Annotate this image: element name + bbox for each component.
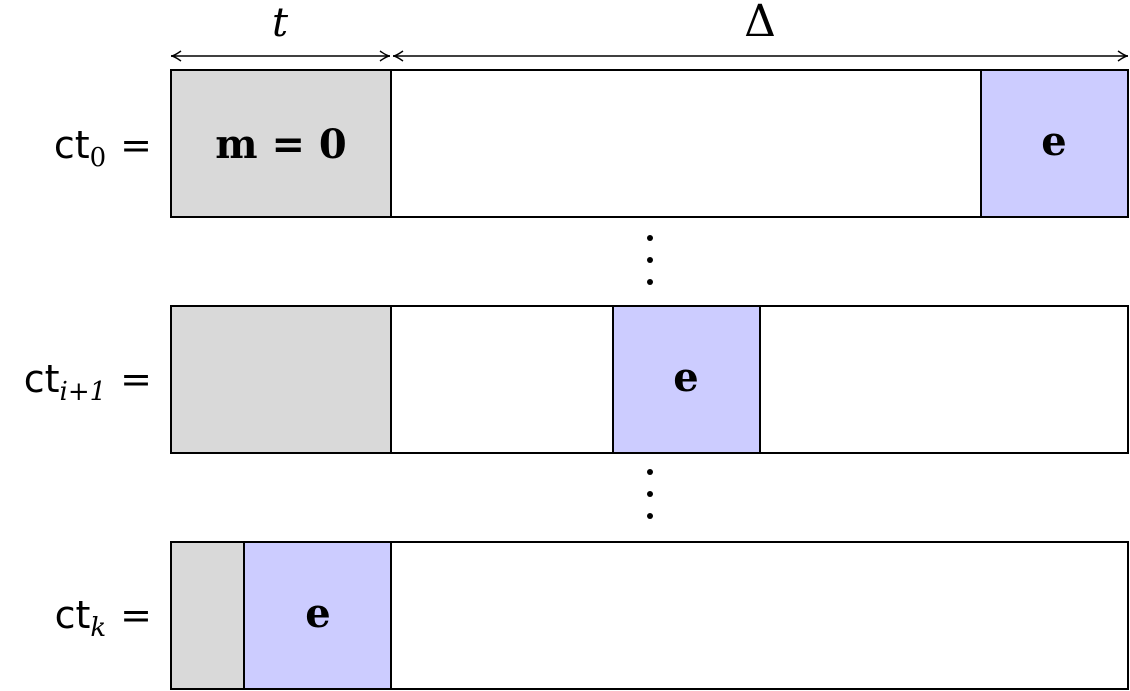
row-0-message-block: [170, 69, 392, 218]
row-1-error-block: [612, 305, 761, 454]
row-0-error-label: e: [1041, 118, 1066, 165]
row-1-ct: ct: [24, 357, 60, 401]
ciphertext-row-k: ctk = e: [55, 541, 1129, 690]
row-0-ct: ct: [54, 123, 90, 167]
row-2-ct: ct: [55, 593, 91, 637]
vertical-ellipsis-2: [647, 469, 653, 519]
ciphertext-row-0: ct0 = m = 0 e: [54, 69, 1129, 218]
row-2-error-block: [243, 541, 392, 690]
row-2-label: ctk =: [55, 593, 152, 643]
row-0-message-label: m = 0: [215, 121, 347, 168]
row-0-error-block: [980, 69, 1129, 218]
row-2-error-label: e: [305, 590, 330, 637]
row-0-subscript: 0: [90, 143, 107, 173]
t-label: t: [272, 0, 289, 46]
delta-dimension: Δ: [392, 0, 1129, 62]
row-2-noise-block: [390, 541, 1129, 690]
vertical-ellipsis-1: [647, 235, 653, 285]
row-1-equals: =: [120, 357, 152, 401]
row-0-equals: =: [120, 123, 152, 167]
row-1-error-label: e: [673, 354, 698, 401]
row-1-label: cti+1 =: [24, 357, 152, 407]
row-0-label: ct0 =: [54, 123, 152, 173]
row-2-subscript: k: [90, 613, 106, 643]
delta-label: Δ: [744, 0, 776, 47]
row-1-subscript: i+1: [60, 377, 107, 407]
ciphertext-row-i-plus-1: cti+1 = e: [24, 305, 1129, 454]
row-1-message-block: [170, 305, 392, 454]
t-dimension: t: [170, 0, 391, 62]
row-2-equals: =: [120, 593, 152, 637]
